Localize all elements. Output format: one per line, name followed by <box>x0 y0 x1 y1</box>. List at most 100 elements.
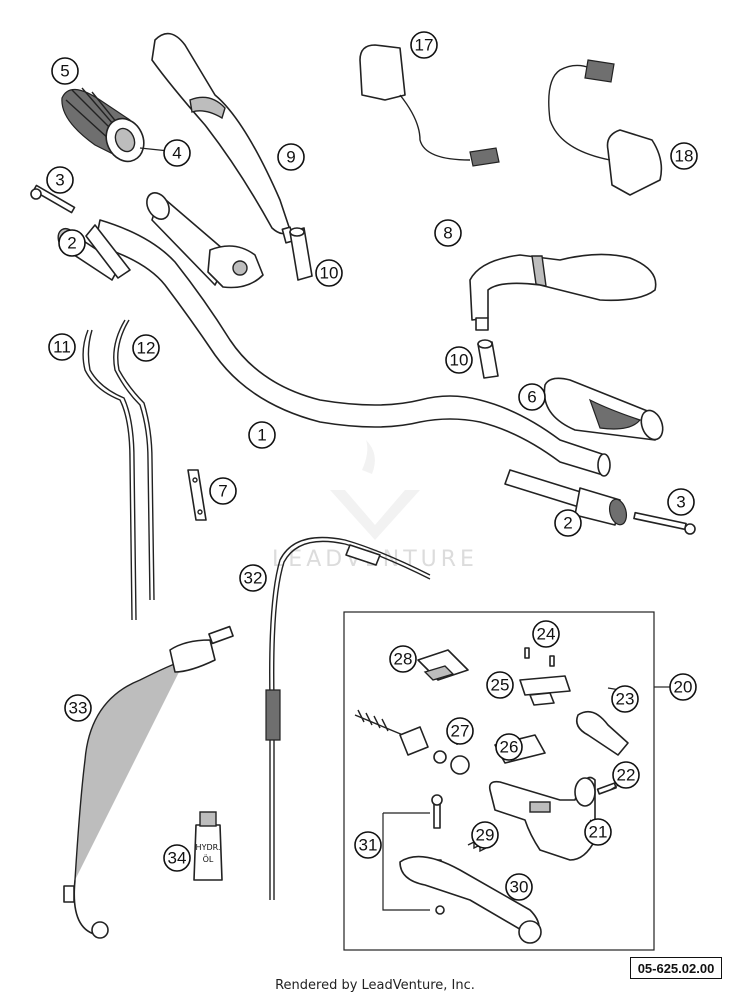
svg-text:1: 1 <box>257 426 266 445</box>
cable-guide <box>187 469 207 521</box>
callout-26: 26 <box>495 733 523 761</box>
svg-text:33: 33 <box>69 699 88 718</box>
svg-text:29: 29 <box>476 826 495 845</box>
callout-31: 31 <box>354 831 382 859</box>
svg-text:31: 31 <box>359 836 378 855</box>
callout-3-left: 3 <box>46 166 74 194</box>
reservoir-cap <box>519 675 571 706</box>
mirror-adapter-right <box>477 339 499 379</box>
svg-text:24: 24 <box>537 625 556 644</box>
master-cylinder-group-box <box>343 611 655 951</box>
svg-text:26: 26 <box>500 738 519 757</box>
callout-2-right: 2 <box>554 509 582 537</box>
callout-6: 6 <box>518 383 546 411</box>
callout-12: 12 <box>132 334 160 362</box>
svg-text:34: 34 <box>168 849 187 868</box>
svg-text:23: 23 <box>616 690 635 709</box>
callout-10-right: 10 <box>445 346 473 374</box>
callout-31-bracket <box>382 812 430 911</box>
reservoir-cover <box>417 649 469 681</box>
brake-hose <box>63 625 234 939</box>
right-bar-end-weight <box>504 469 628 526</box>
handlebar-end-right <box>597 453 611 477</box>
throttle-cable-pull <box>82 329 137 621</box>
clutch-cable <box>265 536 431 900</box>
svg-text:20: 20 <box>674 678 693 697</box>
svg-text:7: 7 <box>218 482 227 501</box>
diagram-code: 05-625.02.00 <box>630 957 722 979</box>
callout-34: 34 <box>163 844 191 872</box>
callout-28: 28 <box>389 645 417 673</box>
clamp-screw <box>596 782 617 795</box>
left-grip <box>61 87 145 163</box>
right-bar-end-screw <box>633 511 696 535</box>
callout-11: 11 <box>48 333 76 361</box>
callout-30: 30 <box>505 873 533 901</box>
svg-text:17: 17 <box>415 36 434 55</box>
svg-text:9: 9 <box>286 148 295 167</box>
right-grip <box>543 377 664 441</box>
callout-2-left: 2 <box>58 229 86 257</box>
callout-25: 25 <box>486 671 514 699</box>
oil-label-line1: HYDR. <box>196 843 221 852</box>
callout-24: 24 <box>532 620 560 648</box>
callout-4: 4 <box>163 139 191 167</box>
svg-text:30: 30 <box>510 878 529 897</box>
svg-text:8: 8 <box>443 224 452 243</box>
callout-32: 32 <box>239 564 267 592</box>
svg-text:10: 10 <box>450 351 469 370</box>
callout-29: 29 <box>471 821 499 849</box>
brake-lever <box>399 855 542 944</box>
callout-33: 33 <box>64 694 92 722</box>
right-switch <box>548 59 663 196</box>
callout-18: 18 <box>670 142 698 170</box>
svg-text:27: 27 <box>451 722 470 741</box>
svg-text:28: 28 <box>394 650 413 669</box>
left-bar-end-screw <box>30 184 76 214</box>
callout-7: 7 <box>209 477 237 505</box>
svg-text:18: 18 <box>675 147 694 166</box>
callout-1: 1 <box>248 421 276 449</box>
svg-text:10: 10 <box>320 264 339 283</box>
lever-spring <box>467 840 487 853</box>
master-piston-kit <box>354 709 470 775</box>
svg-text:4: 4 <box>172 144 181 163</box>
throttle-cable-return <box>113 319 155 601</box>
callout-8: 8 <box>434 219 462 247</box>
svg-text:3: 3 <box>676 493 685 512</box>
oil-label-line2: ÖL <box>203 854 214 864</box>
svg-text:11: 11 <box>53 338 71 357</box>
callout-5: 5 <box>51 57 79 85</box>
svg-text:21: 21 <box>589 823 608 842</box>
callout-10-left: 10 <box>315 259 343 287</box>
footer-credit: Rendered by LeadVenture, Inc. <box>275 978 475 993</box>
callout-20: 20 <box>669 673 697 701</box>
svg-text:2: 2 <box>563 514 572 533</box>
svg-text:22: 22 <box>617 766 636 785</box>
hydraulic-oil-bottle: HYDR. ÖL <box>193 811 223 881</box>
callout-23: 23 <box>611 685 639 713</box>
svg-text:32: 32 <box>244 569 263 588</box>
svg-text:5: 5 <box>60 62 69 81</box>
left-switch <box>359 44 500 167</box>
left-mirror <box>151 32 295 244</box>
svg-text:3: 3 <box>55 171 64 190</box>
svg-text:2: 2 <box>67 234 76 253</box>
callout-22: 22 <box>612 761 640 789</box>
svg-text:12: 12 <box>137 339 156 358</box>
callout-17: 17 <box>410 31 438 59</box>
svg-text:6: 6 <box>527 388 536 407</box>
right-mirror <box>469 253 657 331</box>
callout-9: 9 <box>277 143 305 171</box>
lever-bolt <box>430 794 445 915</box>
callout-3-right: 3 <box>667 488 695 516</box>
svg-text:25: 25 <box>491 676 510 695</box>
callout-21: 21 <box>584 818 612 846</box>
throttle-tube <box>146 192 264 289</box>
watermark-logo <box>330 440 420 540</box>
mirror-adapter-left <box>289 227 313 281</box>
reservoir-screws <box>524 647 555 667</box>
master-cylinder-body <box>488 776 596 861</box>
handlebar <box>94 219 606 476</box>
